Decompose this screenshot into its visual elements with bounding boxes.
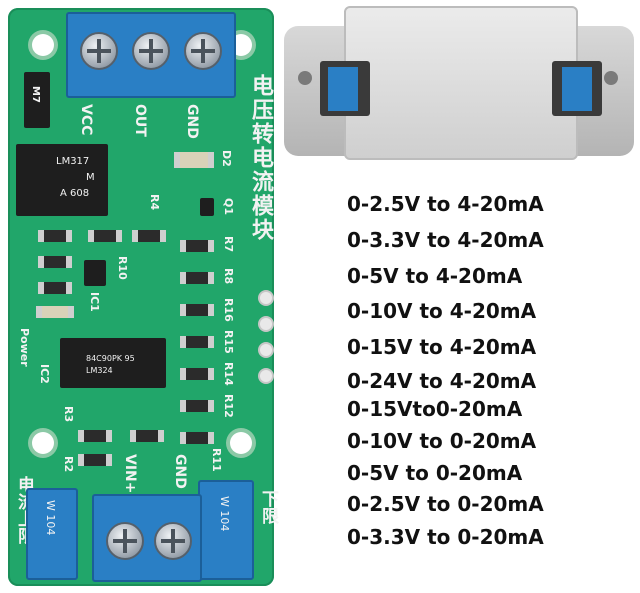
- resistor: [78, 430, 112, 442]
- mount-hole: [32, 432, 54, 454]
- power-label: Power: [18, 328, 31, 367]
- screw-icon: [132, 32, 170, 70]
- mount-hole: [32, 34, 54, 56]
- module-title-cn: 电压转电流模块: [248, 74, 273, 242]
- resistor: [180, 336, 214, 348]
- reg-line3: A 608: [60, 188, 90, 199]
- screw-icon: [80, 32, 118, 70]
- reg-line2: M: [86, 172, 95, 183]
- top-terminal-block: [66, 12, 236, 98]
- gnd-bottom-label: GND: [172, 454, 188, 489]
- resistor: [130, 430, 164, 442]
- vcc-label: VCC: [78, 104, 94, 136]
- header-pin: [260, 318, 272, 330]
- enclosure-screw-hole: [604, 71, 618, 85]
- resistor: [38, 282, 72, 294]
- header-pin: [260, 344, 272, 356]
- r11-label: R11: [210, 448, 223, 472]
- led-d2: [174, 152, 214, 168]
- r2-label: R2: [62, 456, 75, 473]
- screw-icon: [154, 522, 192, 560]
- resistor: [38, 230, 72, 242]
- spec-item: 0-10V to 0-20mA: [347, 429, 537, 453]
- spec-item: 0-3.3V to 4-20mA: [347, 228, 544, 252]
- r7-label: R7: [222, 236, 235, 253]
- r12-label: R12: [222, 394, 235, 418]
- opamp-lm324: 84C90PK 95 LM324: [60, 338, 166, 388]
- upper-limit-right-cn: 下限: [258, 490, 278, 524]
- r14-label: R14: [222, 362, 235, 386]
- screw-icon: [106, 522, 144, 560]
- regulator: LM317 M A 608: [16, 144, 108, 216]
- spec-item: 0-2.5V to 0-20mA: [347, 492, 544, 516]
- out-label: OUT: [132, 104, 148, 137]
- spec-item: 0-15Vto0-20mA: [347, 397, 523, 421]
- enclosure-right-window: [552, 61, 602, 116]
- r8-label: R8: [222, 268, 235, 285]
- enclosure-photo: [284, 6, 634, 174]
- enclosure-left-window: [320, 61, 370, 116]
- ic1: [84, 260, 106, 286]
- resistor: [180, 368, 214, 380]
- gnd-top-label: GND: [184, 104, 200, 139]
- pcb-board: VCC OUT GND 电压转电流模块 M7 LM317 M A 608 D2 …: [8, 8, 278, 586]
- enclosure-terminal: [328, 67, 358, 111]
- enclosure-terminal: [562, 67, 592, 111]
- spec-item: 0-15V to 4-20mA: [347, 335, 537, 359]
- spec-item: 0-3.3V to 0-20mA: [347, 525, 544, 549]
- r15-label: R15: [222, 330, 235, 354]
- vin-label: VIN+: [122, 454, 138, 494]
- resistor: [38, 256, 72, 268]
- resistor: [180, 272, 214, 284]
- header-pin: [260, 292, 272, 304]
- r10-label: R10: [116, 256, 129, 280]
- resistor: [132, 230, 166, 242]
- opamp-line2: LM324: [86, 366, 113, 375]
- spec-item: 0-5V to 4-20mA: [347, 264, 523, 288]
- header-pin: [260, 370, 272, 382]
- reg-line1: LM317: [56, 156, 90, 167]
- enclosure-lid: [344, 6, 578, 160]
- potentiometer-left: W 104: [26, 488, 78, 580]
- resistor: [88, 230, 122, 242]
- resistor: [180, 304, 214, 316]
- bottom-terminal-block: [92, 494, 202, 582]
- power-led: [36, 306, 74, 318]
- ic2-label: IC2: [38, 364, 51, 384]
- screw-icon: [184, 32, 222, 70]
- ic1-label: IC1: [88, 292, 101, 312]
- pot-right-label: W 104: [218, 496, 231, 532]
- resistor: [180, 240, 214, 252]
- r3-label: R3: [62, 406, 75, 423]
- spec-item: 0-2.5V to 4-20mA: [347, 192, 544, 216]
- mount-hole: [230, 432, 252, 454]
- diode-label: M7: [30, 86, 41, 103]
- r16-label: R16: [222, 298, 235, 322]
- d2-label: D2: [220, 150, 233, 167]
- potentiometer-right: W 104: [198, 480, 254, 580]
- resistor: [180, 400, 214, 412]
- r4-label: R4: [148, 194, 161, 211]
- diode: M7: [24, 72, 50, 128]
- resistor: [180, 432, 214, 444]
- spec-item: 0-10V to 4-20mA: [347, 299, 537, 323]
- q1-label: Q1: [222, 198, 235, 216]
- spec-item: 0-5V to 0-20mA: [347, 461, 523, 485]
- pot-left-label: W 104: [44, 500, 57, 536]
- transistor-q1: [200, 198, 214, 216]
- resistor: [78, 454, 112, 466]
- spec-item: 0-24V to 4-20mA: [347, 369, 537, 393]
- enclosure-screw-hole: [298, 71, 312, 85]
- opamp-line1: 84C90PK 95: [86, 354, 135, 363]
